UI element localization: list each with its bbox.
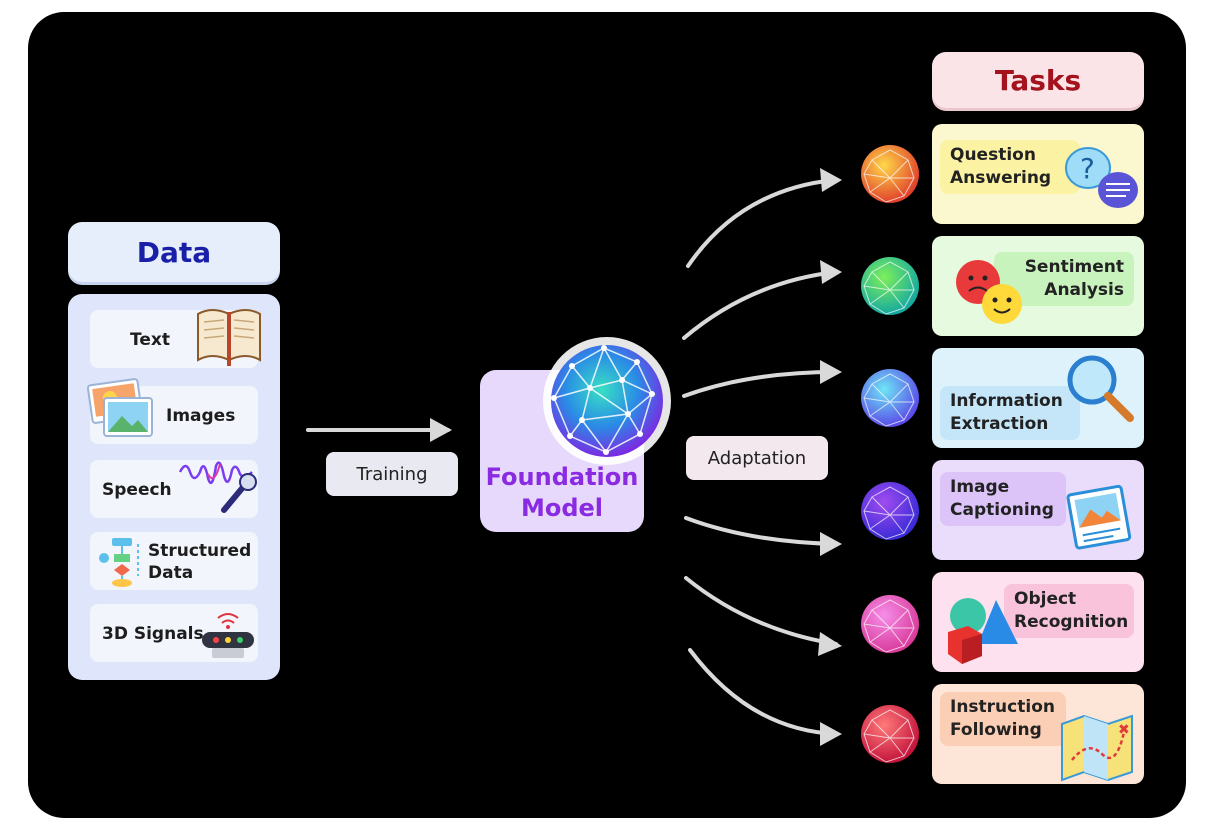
data-item-structured-data: Structured Data (90, 532, 258, 590)
adaptation-label: Adaptation (686, 436, 828, 480)
data-title: Data (68, 222, 280, 282)
data-item-label: Images (166, 406, 236, 426)
data-item-text: Text (90, 309, 261, 368)
neural-sphere-icon (543, 337, 671, 465)
task-card-object-recognition: Object Recognition (932, 572, 1144, 672)
task-label: Object Recognition (1004, 584, 1134, 638)
open-book-icon (197, 309, 261, 366)
data-item-label: Structured Data (148, 541, 252, 583)
adaptation-arrow-object-recognition (684, 576, 838, 646)
task-card-image-captioning: Image Captioning (932, 460, 1144, 560)
photo-icon (86, 378, 153, 437)
sensor-device-icon (202, 613, 254, 658)
adaptation-arrow-sentiment-analysis (682, 270, 838, 340)
adaptation-arrow-information-extraction (682, 370, 838, 398)
adaptation-arrow-image-captioning (684, 516, 838, 546)
task-label: Question Answering (940, 140, 1080, 194)
task-card-information-extraction: Information Extraction (932, 348, 1144, 448)
microphone-waveform-icon (178, 461, 257, 513)
svg-text:✖: ✖ (1118, 722, 1130, 738)
task-card-sentiment-analysis: Sentiment Analysis (932, 236, 1144, 336)
flowchart-icon (99, 538, 139, 587)
data-item-label: Speech (102, 480, 172, 500)
task-label: Information Extraction (940, 386, 1080, 440)
data-item-label: 3D Signals (102, 624, 204, 644)
data-item-images: Images (86, 378, 258, 444)
adaptation-arrow-question-answering (686, 178, 836, 268)
task-label: Instruction Following (940, 692, 1066, 746)
adaptation-arrow-instruction-following (688, 648, 838, 736)
task-card-question-answering: Question Answering? (932, 124, 1144, 224)
data-item-3d-signals: 3D Signals (90, 604, 258, 662)
task-label: Image Captioning (940, 472, 1066, 526)
tasks-title: Tasks (932, 52, 1144, 108)
data-item-label: Text (130, 330, 170, 350)
training-label: Training (326, 452, 458, 496)
task-card-instruction-following: Instruction Following ✖ (932, 684, 1144, 784)
foundation-model-label: Foundation Model (485, 463, 639, 522)
data-item-speech: Speech (90, 460, 258, 518)
svg-text:?: ? (1080, 152, 1095, 185)
